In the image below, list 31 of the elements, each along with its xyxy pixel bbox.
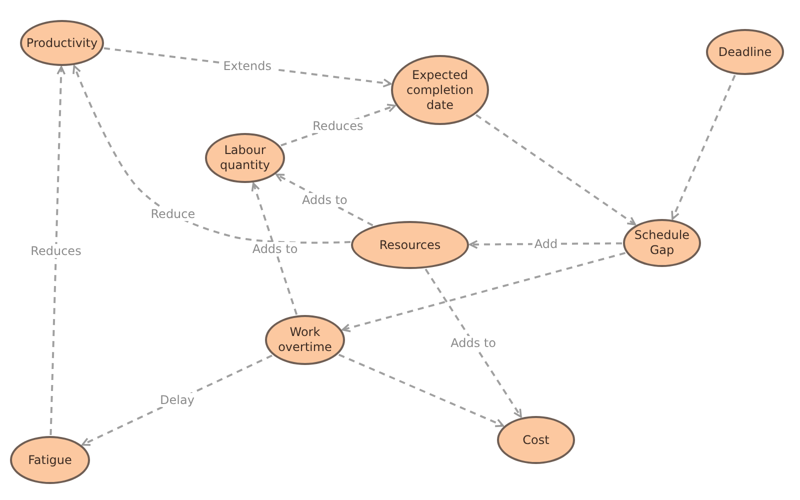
concept-ellipse xyxy=(497,416,575,464)
dashed-arrow xyxy=(82,354,272,446)
edge-label: Extends xyxy=(221,59,274,74)
node-label: Productivity xyxy=(26,36,98,50)
node-label: Labour quantity xyxy=(218,143,272,173)
edge-label: Adds to xyxy=(300,193,350,207)
node-label: Schedule Gap xyxy=(633,228,691,258)
node-label: Resources xyxy=(379,238,441,252)
dashed-arrow xyxy=(476,114,636,226)
edge-label: Delay xyxy=(158,393,196,408)
node-label: Deadline xyxy=(718,44,772,60)
node-label: Work overtime xyxy=(277,325,333,355)
edge-label: Add xyxy=(532,236,560,251)
node-label: Cost xyxy=(522,432,550,448)
dashed-arrow xyxy=(72,65,350,244)
concept-ellipse xyxy=(265,315,345,365)
edge-label: Reduces xyxy=(310,118,366,133)
dashed-arrow xyxy=(671,74,736,220)
node-label: Expected completion date xyxy=(406,68,474,112)
dashed-arrow xyxy=(424,268,522,418)
dashed-arrow xyxy=(50,66,66,436)
dashed-arrow xyxy=(338,354,504,428)
edge-label: Reduce xyxy=(148,207,198,222)
edge-label: Reduces xyxy=(28,244,84,258)
edge-label: Adds to xyxy=(448,336,498,350)
edge-label: Adds to xyxy=(250,242,300,256)
concept-ellipse xyxy=(205,133,285,183)
node-label: Fatigue xyxy=(28,452,72,468)
dashed-arrow xyxy=(342,252,626,332)
dashed-arrow xyxy=(251,182,298,315)
concept-ellipse xyxy=(10,436,90,484)
